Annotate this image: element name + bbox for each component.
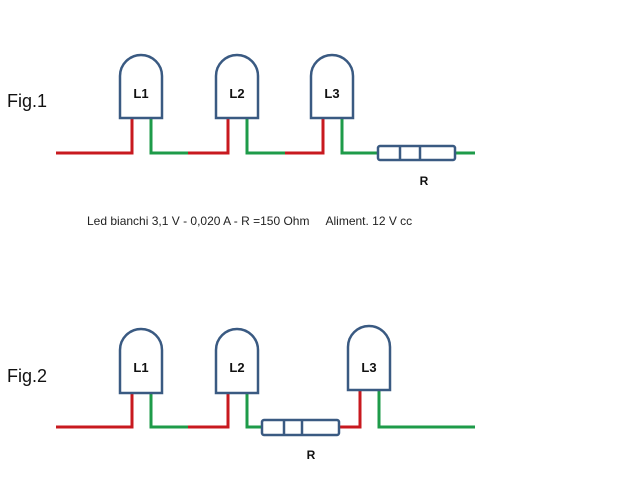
fig1-led-1-body bbox=[118, 53, 164, 120]
fig2-led-3: L3 bbox=[346, 324, 392, 392]
fig1-led-1: L1 bbox=[118, 53, 164, 120]
fig2-circuit: L1 L2 L3 R bbox=[56, 324, 475, 462]
fig1-resistor-label: R bbox=[420, 174, 429, 188]
fig2-led-1-body bbox=[118, 327, 164, 395]
fig2-led-2-body bbox=[214, 327, 260, 395]
fig1-wire-l1-green bbox=[149, 118, 188, 155]
fig1-wire-l3-green bbox=[340, 118, 378, 155]
fig2-wire-input-red bbox=[56, 393, 134, 429]
fig2-led-3-label: L3 bbox=[361, 360, 376, 375]
fig1-led-3-body bbox=[309, 53, 355, 120]
fig1-led-2-label: L2 bbox=[229, 86, 244, 101]
fig1-label: Fig.1 bbox=[7, 91, 48, 111]
fig1-resistor-body bbox=[376, 144, 457, 162]
fig1-wire-l3-red bbox=[285, 118, 325, 155]
fig1-wire-l2-green bbox=[245, 118, 285, 155]
fig2-led-1: L1 bbox=[118, 327, 164, 395]
fig2-led-3-body bbox=[346, 324, 392, 392]
fig1-resistor: R bbox=[376, 144, 457, 188]
fig1-circuit: L1 L2 L3 R bbox=[56, 53, 475, 188]
fig1-led-2: L2 bbox=[214, 53, 260, 120]
fig1-wire-input-red bbox=[56, 118, 134, 155]
fig1-led-2-body bbox=[214, 53, 260, 120]
fig2-resistor-body bbox=[260, 418, 341, 437]
fig2-led-2-label: L2 bbox=[229, 360, 244, 375]
fig1-led-3: L3 bbox=[309, 53, 355, 120]
fig1-led-1-label: L1 bbox=[133, 86, 148, 101]
fig1-wire-l2-red bbox=[188, 118, 230, 155]
fig2-led-2: L2 bbox=[214, 327, 260, 395]
fig2-wire-l1-green bbox=[149, 393, 188, 429]
fig2-wire-l2-green bbox=[245, 393, 262, 429]
fig2-wire-l3-green bbox=[377, 390, 475, 429]
fig2-wire-l2-red bbox=[188, 393, 230, 429]
fig2-wire-resistor-red bbox=[339, 390, 362, 429]
fig2-label: Fig.2 bbox=[7, 366, 48, 386]
fig1-led-3-label: L3 bbox=[324, 86, 339, 101]
fig1-caption: Led bianchi 3,1 V - 0,020 A - R =150 Ohm… bbox=[87, 214, 413, 228]
fig2-resistor-label: R bbox=[307, 448, 316, 462]
fig2-led-1-label: L1 bbox=[133, 360, 148, 375]
fig2-resistor: R bbox=[260, 418, 341, 462]
